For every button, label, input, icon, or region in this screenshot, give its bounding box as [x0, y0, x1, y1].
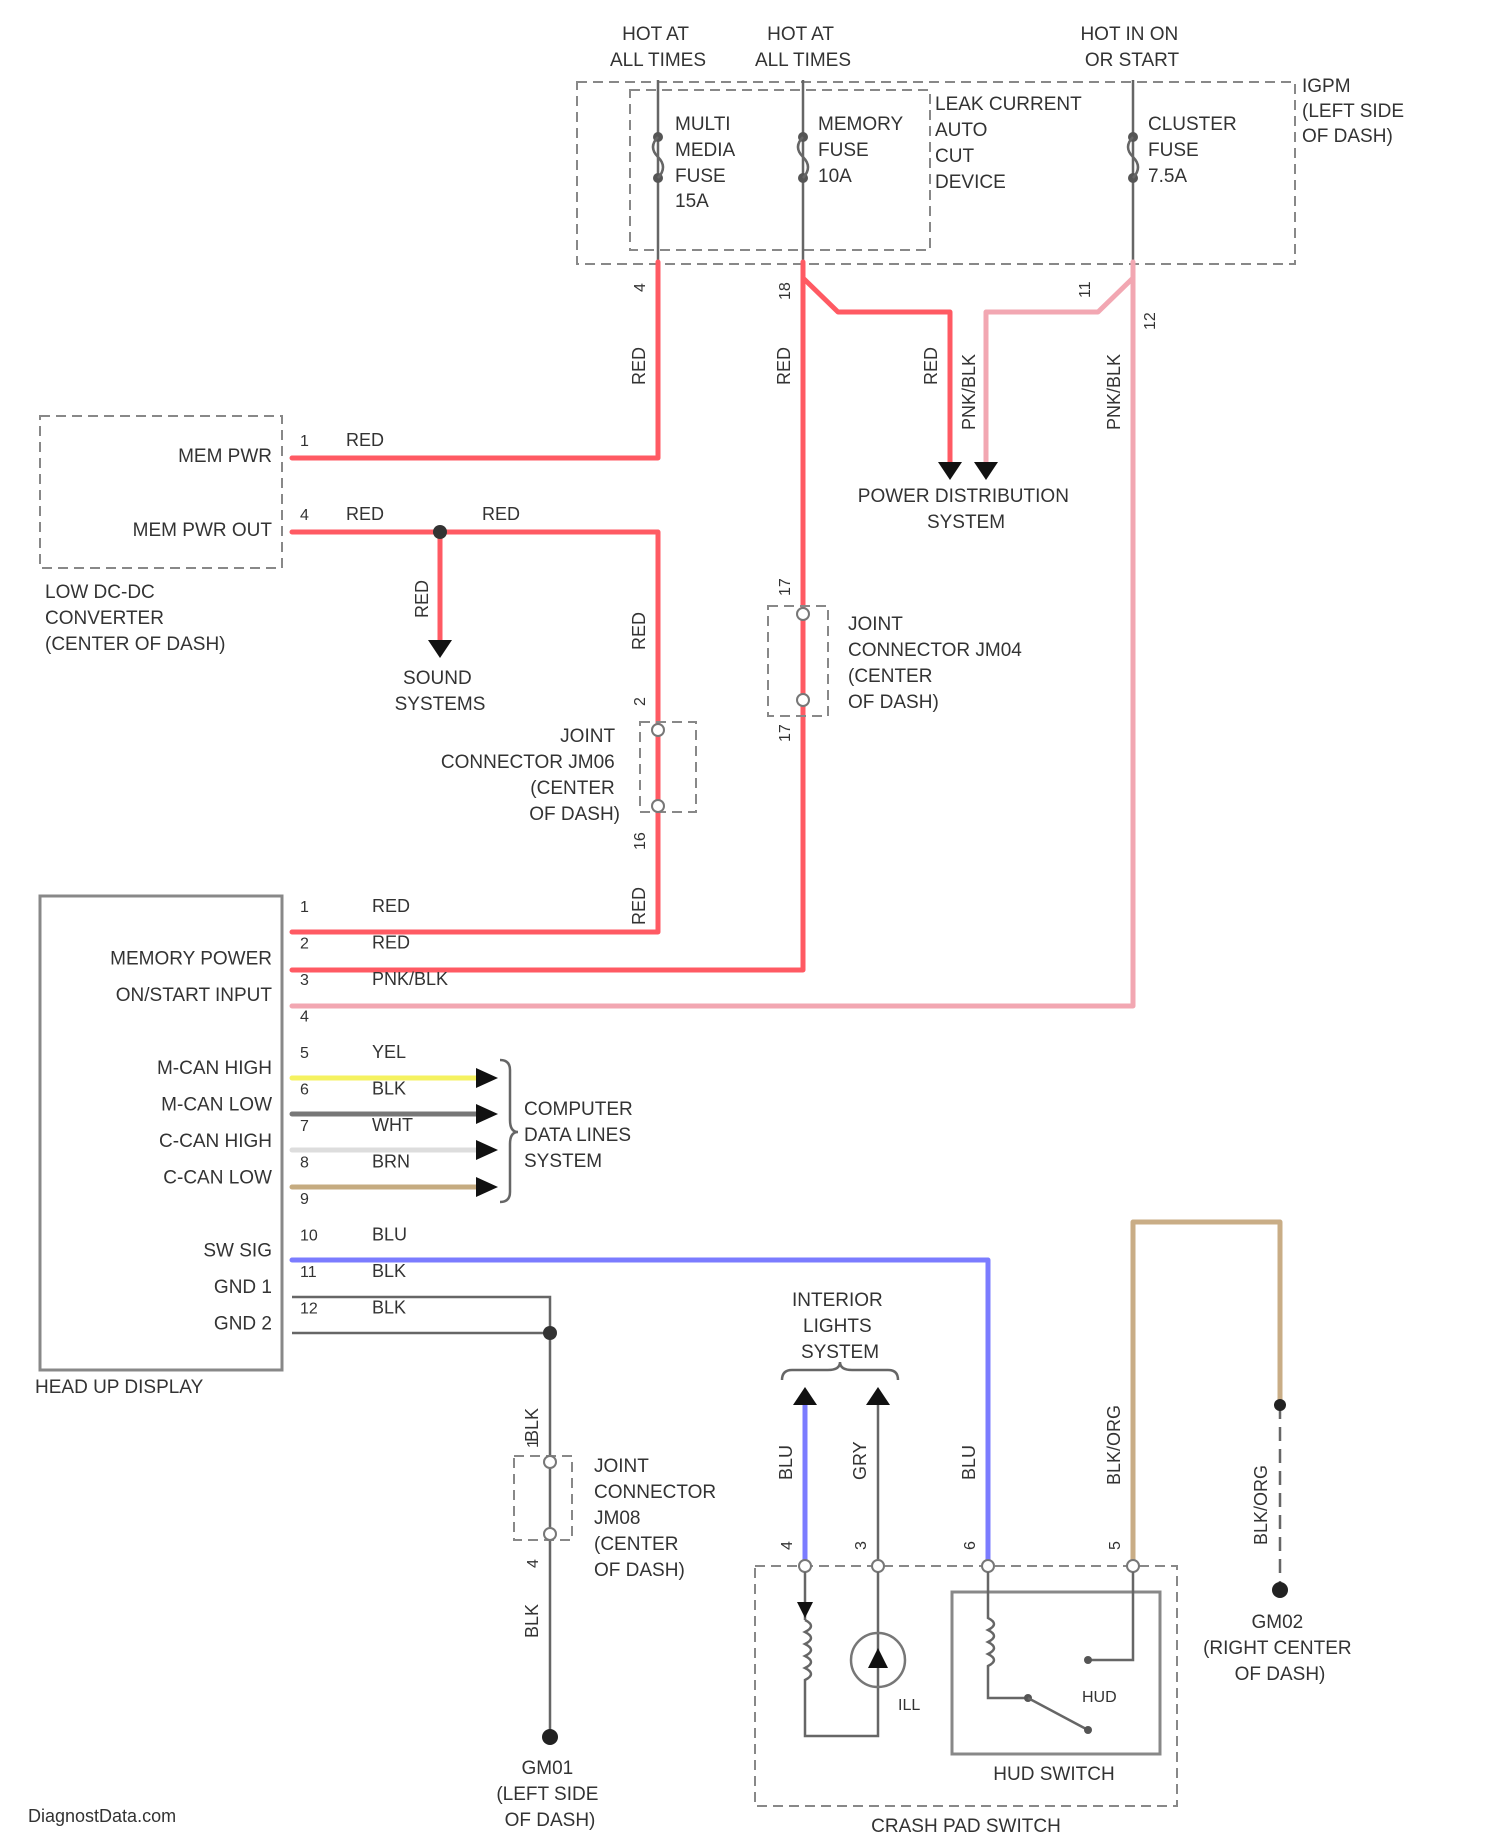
igpm-pin-11: 11	[1077, 281, 1094, 298]
hud-pin-wire-color-7: WHT	[372, 1115, 413, 1135]
hud-pin-11: 11	[300, 1264, 317, 1281]
wire-label-red-1: RED	[629, 347, 649, 385]
hud-pin-wire-color-3: PNK/BLK	[372, 969, 448, 989]
hud-title: HEAD UP DISPLAY	[35, 1377, 204, 1398]
hud-switch-title: HUD SWITCH	[993, 1764, 1114, 1785]
hud-pin-2: 2	[300, 936, 309, 953]
low-dcdc-pin-1: 1	[300, 433, 309, 450]
hud-pin-name-5: M-CAN HIGH	[157, 1058, 272, 1079]
crash-pad-pin-3: 3	[853, 1541, 870, 1550]
wire-label-blk-2: BLK	[522, 1604, 542, 1638]
wire-label-red-sound: RED	[412, 580, 432, 618]
ill-label: ILL	[898, 1697, 920, 1714]
igpm-pin-12: 12	[1142, 312, 1159, 330]
hud-pin-wire-color-8: BRN	[372, 1152, 410, 1172]
hud-pin-7: 7	[300, 1118, 309, 1135]
hud-pin-name-12: GND 2	[214, 1314, 272, 1335]
hud-pin-name-10: SW SIG	[203, 1241, 272, 1262]
wire-label-pnkblk-2: PNK/BLK	[1104, 354, 1124, 430]
hud-pin-wire-color-1: RED	[372, 896, 410, 916]
ground-gm02-icon	[1272, 1582, 1288, 1598]
crash-pad-pin-4: 4	[779, 1541, 796, 1550]
hud-pin-name-7: C-CAN HIGH	[159, 1131, 272, 1152]
hud-pin-8: 8	[300, 1155, 309, 1172]
hud-pin-5: 5	[300, 1045, 309, 1062]
interior-lights-label: INTERIOR LIGHTS SYSTEM	[792, 1290, 888, 1363]
wire-label-blu-switch: BLU	[959, 1445, 979, 1480]
wire-label-blkorg-1: BLK/ORG	[1104, 1405, 1124, 1485]
hud-pin-wire-color-12: BLK	[372, 1298, 406, 1318]
ground-gm01-icon	[542, 1729, 558, 1745]
splice-dot-mem-pwr-out	[433, 525, 447, 539]
wire-label-red-6: RED	[629, 887, 649, 925]
hud-label: HUD	[1082, 1689, 1117, 1706]
splice-dot-ground	[543, 1326, 557, 1340]
igpm-pin-18: 18	[777, 282, 794, 300]
mem-pwr-out-label: MEM PWR OUT	[133, 520, 273, 541]
crash-pad-pin-5: 5	[1107, 1541, 1124, 1550]
hud-pin-wire-color-5: YEL	[372, 1042, 406, 1062]
hud-pin-3: 3	[300, 972, 309, 989]
hud-pin-1: 1	[300, 899, 309, 916]
wire-label-blkorg-2: BLK/ORG	[1251, 1465, 1271, 1545]
jm08-pin-bottom: 4	[525, 1559, 542, 1568]
hud-pin-wire-color-2: RED	[372, 933, 410, 953]
mem-pwr-label: MEM PWR	[178, 446, 272, 467]
wire-label-mem-pwr: RED	[346, 430, 384, 450]
hud-pin-name-8: C-CAN LOW	[163, 1168, 272, 1189]
hud-pin-4: 4	[300, 1009, 309, 1026]
wire-label-blu-interior: BLU	[776, 1445, 796, 1480]
crash-pad-pin-6: 6	[962, 1541, 979, 1550]
low-dcdc-pin-4: 4	[300, 507, 309, 524]
hud-pin-10: 10	[300, 1228, 318, 1245]
wire-label-red-3: RED	[921, 347, 941, 385]
wire-label-red-4: RED	[482, 504, 520, 524]
hud-pin-12: 12	[300, 1301, 318, 1318]
jm04-pin-top: 17	[777, 578, 794, 596]
crash-pad-switch-title: CRASH PAD SWITCH	[871, 1816, 1061, 1837]
watermark: DiagnostData.com	[28, 1806, 176, 1826]
hud-pin-name-11: GND 1	[214, 1277, 272, 1298]
jm06-pin-top: 2	[632, 697, 649, 706]
hud-pin-name-2: MEMORY POWER	[110, 949, 272, 970]
jm08-pin-top: 1	[525, 1439, 542, 1448]
wire-label-pnkblk-1: PNK/BLK	[959, 354, 979, 430]
hud-pin-name-6: M-CAN LOW	[161, 1095, 272, 1116]
wire-label-red-5: RED	[629, 612, 649, 650]
hud-pin-name-3: ON/START INPUT	[116, 985, 273, 1006]
hud-pin-9: 9	[300, 1191, 309, 1208]
wire-label-mem-pwr-out: RED	[346, 504, 384, 524]
jm06-pin-bottom: 16	[632, 832, 649, 850]
hud-pin-wire-color-11: BLK	[372, 1261, 406, 1281]
jm04-pin-bottom: 17	[777, 724, 794, 742]
wire-label-gry: GRY	[850, 1441, 870, 1480]
wire-label-blk-1: BLK	[522, 1408, 542, 1442]
hud-pin-6: 6	[300, 1082, 309, 1099]
wire-label-red-2: RED	[774, 347, 794, 385]
hud-pin-wire-color-6: BLK	[372, 1079, 406, 1099]
igpm-pin-4: 4	[632, 283, 649, 292]
hud-pin-wire-color-10: BLU	[372, 1225, 407, 1245]
